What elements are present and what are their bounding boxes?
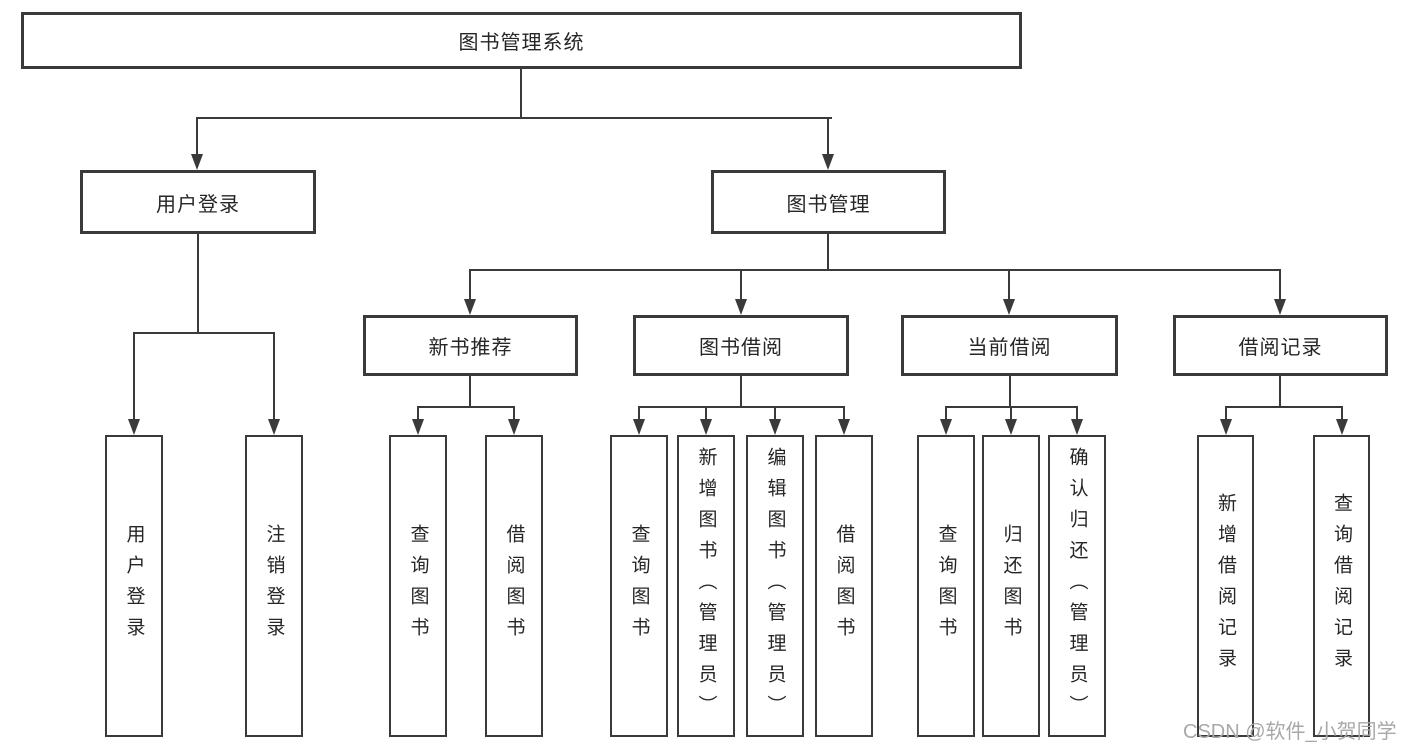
node-label: 图书管理系统 [458, 32, 585, 54]
arrow-down-icon [464, 299, 476, 315]
edge-root-riser [520, 68, 522, 118]
edge-riser [1279, 375, 1281, 407]
edge-drop-leaf [774, 406, 776, 421]
edge-drop-leaf [1010, 406, 1012, 421]
node-leaf-query-books-current: 查询图书 [917, 435, 975, 737]
edge-drop-book-borrow [740, 269, 742, 301]
node-new-book-recommend: 新书推荐 [363, 315, 578, 376]
node-label: 确认归还（管理员） [1066, 446, 1088, 726]
node-leaf-logout: 注销登录 [245, 435, 303, 737]
arrow-down-icon [940, 419, 952, 435]
edge-drop-book-management [827, 117, 829, 157]
edge-user-login-riser [197, 234, 199, 333]
node-leaf-borrow-books: 借阅图书 [815, 435, 873, 737]
node-leaf-edit-books-admin: 编辑图书（管理员） [746, 435, 804, 737]
arrow-down-icon [1005, 419, 1017, 435]
node-label: 新增图书（管理员） [695, 446, 717, 726]
node-current-borrowing: 当前借阅 [901, 315, 1118, 376]
node-label: 当前借阅 [967, 337, 1052, 359]
arrow-down-icon [268, 419, 280, 435]
edge-drop-leaf [273, 332, 275, 420]
arrow-down-icon [700, 419, 712, 435]
csdn-watermark: CSDN @软件_小贺同学 [1183, 721, 1397, 743]
edge-drop-leaf [417, 406, 419, 421]
edge-drop-leaf [705, 406, 707, 421]
edge-drop-leaf [1225, 406, 1227, 421]
node-label: 借阅图书 [833, 524, 855, 648]
edge-drop-leaf [945, 406, 947, 421]
node-leaf-query-books-borrow: 查询图书 [610, 435, 668, 737]
node-label: 查询图书 [628, 524, 650, 648]
edge-drop-borrow-records [1279, 269, 1281, 301]
arrow-down-icon [128, 419, 140, 435]
arrow-down-icon [735, 299, 747, 315]
node-user-login: 用户登录 [80, 170, 316, 234]
edge-root-bus [196, 117, 832, 119]
edge-riser [1009, 375, 1011, 407]
node-label: 注销登录 [263, 524, 285, 648]
node-label: 借阅图书 [503, 524, 525, 648]
node-leaf-return-books: 归还图书 [982, 435, 1040, 737]
arrow-down-icon [822, 154, 834, 170]
node-book-management: 图书管理 [711, 170, 946, 234]
edge-drop-leaf [1076, 406, 1078, 421]
edge-drop-leaf [133, 332, 135, 420]
node-label: 新增借阅记录 [1215, 493, 1236, 679]
edge-drop-leaf [638, 406, 640, 421]
arrow-down-icon [1071, 419, 1083, 435]
node-borrowing-records: 借阅记录 [1173, 315, 1388, 376]
edge-riser [740, 375, 742, 407]
edge-bus [638, 406, 845, 408]
arrow-down-icon [769, 419, 781, 435]
node-label: 查询图书 [407, 524, 429, 648]
node-label: 查询图书 [935, 524, 957, 648]
node-book-borrowing: 图书借阅 [633, 315, 849, 376]
edge-drop-current-borrow [1008, 269, 1010, 301]
edge-book-mgmt-bus [469, 269, 1281, 271]
node-leaf-query-borrow-record: 查询借阅记录 [1313, 435, 1370, 737]
edge-drop-leaf [1341, 406, 1343, 421]
node-label: 新书推荐 [428, 337, 513, 359]
node-label: 用户登录 [156, 193, 240, 216]
node-leaf-add-books-admin: 新增图书（管理员） [677, 435, 735, 737]
arrow-down-icon [838, 419, 850, 435]
node-label: 图书管理 [786, 193, 871, 216]
node-label: 用户登录 [123, 524, 145, 648]
node-leaf-borrow-books-recommend: 借阅图书 [485, 435, 543, 737]
node-label: 图书借阅 [699, 337, 783, 359]
node-label: 查询借阅记录 [1331, 493, 1352, 679]
edge-riser [469, 375, 471, 407]
node-leaf-query-books-recommend: 查询图书 [389, 435, 447, 737]
node-leaf-add-borrow-record: 新增借阅记录 [1197, 435, 1254, 737]
edge-drop-user-login [196, 117, 198, 157]
node-label: 借阅记录 [1238, 337, 1323, 359]
arrow-down-icon [633, 419, 645, 435]
edge-book-mgmt-riser [827, 234, 829, 271]
arrow-down-icon [1220, 419, 1232, 435]
arrow-down-icon [508, 419, 520, 435]
node-label: 归还图书 [1000, 524, 1022, 648]
edge-user-login-bus [133, 332, 275, 334]
arrow-down-icon [1336, 419, 1348, 435]
edge-drop-new-books [469, 269, 471, 301]
edge-bus [1225, 406, 1343, 408]
node-label: 编辑图书（管理员） [764, 446, 786, 726]
arrow-down-icon [1274, 299, 1286, 315]
edge-drop-leaf [513, 406, 515, 421]
edge-drop-leaf [843, 406, 845, 421]
arrow-down-icon [191, 154, 203, 170]
node-leaf-confirm-return-admin: 确认归还（管理员） [1048, 435, 1106, 737]
node-library-management-system: 图书管理系统 [21, 12, 1022, 69]
node-leaf-user-login: 用户登录 [105, 435, 163, 737]
arrow-down-icon [1003, 299, 1015, 315]
arrow-down-icon [412, 419, 424, 435]
edge-bus [417, 406, 515, 408]
